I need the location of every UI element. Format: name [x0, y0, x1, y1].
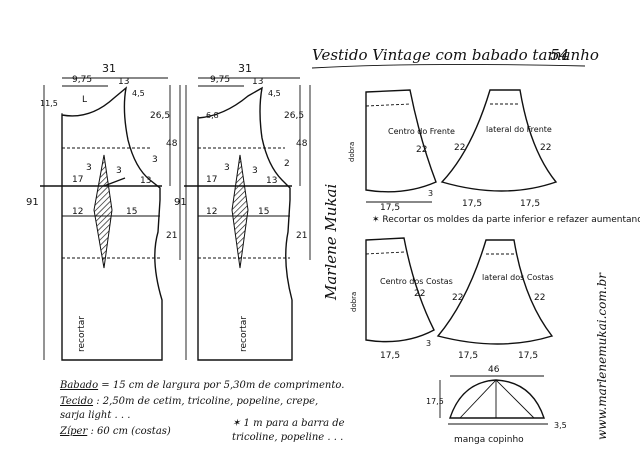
hip-a-label: 12 — [206, 207, 217, 217]
armhole-label: 26,5 — [150, 111, 170, 121]
neck-width-label: 9,75 — [72, 75, 92, 85]
svg-text:17,5: 17,5 — [518, 351, 538, 361]
front-bodice-outline — [61, 86, 163, 361]
tecido-line: Tecido : 2,50m de cetim, tricoline, pope… — [60, 396, 318, 407]
sleeve-pattern: 46 17,5 3,5 manga copinho — [426, 365, 567, 445]
extra-note-line-2: tricoline, popeline . . . — [232, 432, 343, 443]
side-label: 48 — [296, 139, 308, 149]
svg-text:3: 3 — [426, 339, 431, 348]
sleeve-width-label: 46 — [488, 365, 500, 375]
svg-text:dobra: dobra — [350, 292, 358, 312]
waist-a-label: 17 — [72, 175, 83, 185]
cut-label: recortar — [239, 316, 249, 352]
dart-gap-label: 3 — [252, 166, 258, 176]
title-underline — [311, 63, 586, 69]
size-label: 54 — [550, 46, 569, 64]
hip-drop-label: 21 — [166, 231, 177, 241]
neck-width-label: 9,75 — [210, 75, 230, 85]
total-length-label: 91 — [26, 197, 39, 208]
dart-top-label: 3 — [86, 163, 92, 173]
svg-text:22: 22 — [454, 143, 465, 153]
cut-label: recortar — [77, 316, 87, 352]
hip-b-label: 15 — [126, 207, 137, 217]
svg-text:17,5: 17,5 — [458, 351, 478, 361]
mark-l: L — [82, 95, 87, 105]
back-bodice-pattern: 31 9,75 6,8 13 4,5 26,5 48 91 2 3 3 17 1… — [174, 62, 311, 361]
armhole-label: 26,5 — [284, 111, 304, 121]
babado-line: Babado = 15 cm de largura por 5,30m de c… — [59, 380, 344, 391]
hip-b-label: 15 — [258, 207, 269, 217]
waist-a-label: 17 — [206, 175, 217, 185]
front-bodice-pattern: 31 9,75 11,5 13 4,5 L 26,5 48 91 3 3 3 1… — [26, 62, 181, 361]
svg-text:22: 22 — [534, 293, 545, 303]
sleeve-label: manga copinho — [454, 435, 524, 445]
shoulder-label: 13 — [118, 77, 129, 87]
neck-drop-label: 11,5 — [40, 99, 58, 108]
page-title: Vestido Vintage com babado tamanho — [312, 46, 599, 64]
svg-text:17,5: 17,5 — [520, 199, 540, 209]
svg-text:17,5: 17,5 — [462, 199, 482, 209]
dart-side-label: 3 — [152, 155, 158, 165]
front-center-label: Centro do Frente — [388, 127, 455, 136]
svg-text:22: 22 — [540, 143, 551, 153]
dart-top-label: 3 — [224, 163, 230, 173]
hip-a-label: 12 — [72, 207, 83, 217]
waist-b-label: 13 — [140, 176, 151, 186]
signature: Marlene Mukai — [322, 183, 340, 301]
sleeve-outline — [449, 379, 545, 419]
svg-text:dobra: dobra — [348, 142, 356, 162]
shoulder-drop-label: 4,5 — [268, 89, 281, 98]
hip-drop-label: 21 — [296, 231, 307, 241]
materials-notes: Babado = 15 cm de largura por 5,30m de c… — [59, 380, 345, 443]
flounce-patterns: Centro do Frente dobra 22 17,5 3 lateral… — [348, 89, 640, 361]
flounce-front-side — [440, 89, 558, 192]
dart-side-label: 2 — [284, 159, 290, 169]
sleeve-height-label: 17,5 — [426, 397, 444, 406]
extra-note-line-1: ✶ 1 m para a barra de — [232, 418, 345, 429]
width-label: 31 — [238, 62, 252, 75]
svg-text:22: 22 — [416, 145, 427, 155]
svg-text:22: 22 — [452, 293, 463, 303]
shoulder-drop-label: 4,5 — [132, 89, 145, 98]
sleeve-hem-label: 3,5 — [554, 421, 567, 430]
flounce-back-center — [365, 237, 435, 343]
back-center-label: Centro dos Costas — [380, 277, 453, 286]
shoulder-label: 13 — [252, 77, 263, 87]
total-length-label: 91 — [174, 197, 187, 208]
tecido-line-2: sarja light . . . — [60, 410, 130, 421]
ziper-line: Zíper : 60 cm (costas) — [59, 426, 171, 437]
svg-text:17,5: 17,5 — [380, 203, 400, 213]
back-bodice-outline — [197, 86, 293, 361]
svg-text:22: 22 — [414, 289, 425, 299]
side-label: 48 — [166, 139, 178, 149]
dart-gap-label: 3 — [116, 166, 122, 176]
svg-text:3: 3 — [428, 189, 433, 198]
back-side-label: lateral dos Costas — [482, 273, 554, 282]
flounce-note: ✶ Recortar os moldes da parte inferior e… — [372, 215, 640, 225]
flounce-back-side — [436, 239, 554, 345]
svg-text:17,5: 17,5 — [380, 351, 400, 361]
website-label: www.marlenemukai.com.br — [595, 272, 609, 440]
front-dart — [93, 154, 113, 269]
width-label: 31 — [102, 62, 116, 75]
waist-b-label: 13 — [266, 176, 277, 186]
front-side-label: lateral do Frente — [486, 125, 552, 134]
flounce-front-center — [365, 89, 437, 193]
back-dart — [231, 154, 249, 269]
